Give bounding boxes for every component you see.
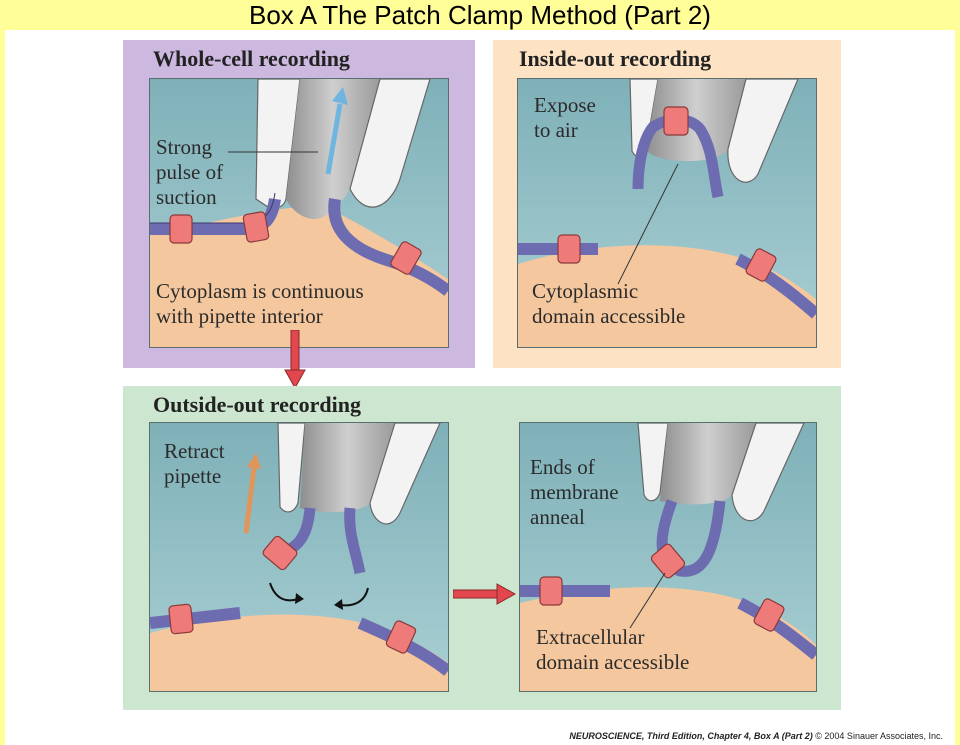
ion-channel — [262, 535, 298, 571]
retract-label: Retract pipette — [164, 439, 225, 488]
transition-arrow-right — [453, 583, 517, 605]
ion-channel — [539, 576, 563, 606]
ion-channel — [745, 248, 777, 282]
leader-line — [629, 572, 666, 629]
retract-arrow — [243, 467, 257, 534]
figure-credit: NEUROSCIENCE, Third Edition, Chapter 4, … — [569, 731, 943, 741]
pipette-lumen — [300, 423, 395, 513]
ion-channel — [385, 620, 417, 654]
inside-out-title: Inside-out recording — [519, 46, 712, 71]
ion-channel — [753, 598, 785, 632]
rotation-arrow-left — [269, 582, 299, 602]
cytoplasm-label: Cytoplasm is continuous with pipette int… — [156, 279, 364, 328]
whole-cell-scene: Strong pulse of suction Cytoplasm is con… — [149, 78, 449, 348]
whole-cell-title: Whole-cell recording — [153, 46, 350, 71]
leader-line — [617, 163, 679, 285]
inside-out-panel: Inside-out recording — [493, 40, 841, 368]
pipette-wall-left — [637, 423, 669, 502]
cell-membrane-right — [737, 597, 816, 660]
cytoplasmic-domain-label: Cytoplasmic domain accessible — [532, 279, 686, 328]
pipette-wall-right — [369, 423, 441, 525]
extracellular-domain-label: Extracellular domain accessible — [536, 625, 690, 674]
annealed-vesicle — [656, 499, 726, 577]
cytoplasm — [150, 206, 448, 347]
outside-out-title: Outside-out recording — [153, 392, 361, 417]
suction-label: Strong pulse of suction — [156, 135, 224, 209]
retract-arrowhead — [247, 453, 261, 469]
pipette-wall-left — [277, 423, 306, 513]
whole-cell-panel: Whole-cell recording — [123, 40, 475, 368]
pipette-lumen — [660, 423, 756, 505]
membrane-fragment-right — [344, 507, 366, 575]
cell-membrane-right — [328, 198, 448, 296]
anneal-illustration — [520, 423, 816, 691]
anneal-scene: Ends of membrane anneal Extracellular do… — [519, 422, 817, 692]
inside-out-scene: Expose to air Cytoplasmic domain accessi… — [517, 78, 817, 348]
cell-membrane-right — [735, 253, 816, 319]
outside-out-panel: Outside-out recording — [123, 386, 841, 710]
ion-channel — [557, 234, 581, 264]
copyright: © 2004 Sinauer Associates, Inc. — [815, 731, 943, 741]
rotation-arrow-right — [339, 587, 369, 607]
figure-sheet: Whole-cell recording — [5, 30, 955, 745]
expose-label: Expose to air — [534, 93, 596, 142]
page-title: Box A The Patch Clamp Method (Part 2) — [249, 0, 711, 30]
pipette-wall-right — [727, 79, 799, 183]
anneal-label: Ends of membrane anneal — [530, 455, 619, 529]
cytoplasm — [520, 587, 816, 691]
whole-cell-illustration — [150, 79, 448, 347]
cytoplasm — [518, 245, 816, 347]
cell-membrane-left — [150, 607, 241, 629]
suction-arrow — [325, 103, 343, 175]
ion-channel — [242, 211, 270, 243]
ion-channel — [390, 241, 422, 275]
retract-illustration — [150, 423, 448, 691]
ion-channel — [650, 543, 686, 579]
pipette-wall-right — [731, 423, 805, 522]
inside-out-illustration — [518, 79, 816, 347]
suction-arrowhead — [332, 87, 348, 105]
book-credit: NEUROSCIENCE, Third Edition, Chapter 4, … — [569, 731, 813, 741]
ion-channel — [663, 106, 689, 136]
pipette-wall-right — [349, 79, 431, 208]
transition-arrow-down — [284, 330, 306, 390]
retract-scene: Retract pipette — [149, 422, 449, 692]
ion-channel — [168, 603, 194, 635]
ion-channel — [169, 214, 193, 244]
